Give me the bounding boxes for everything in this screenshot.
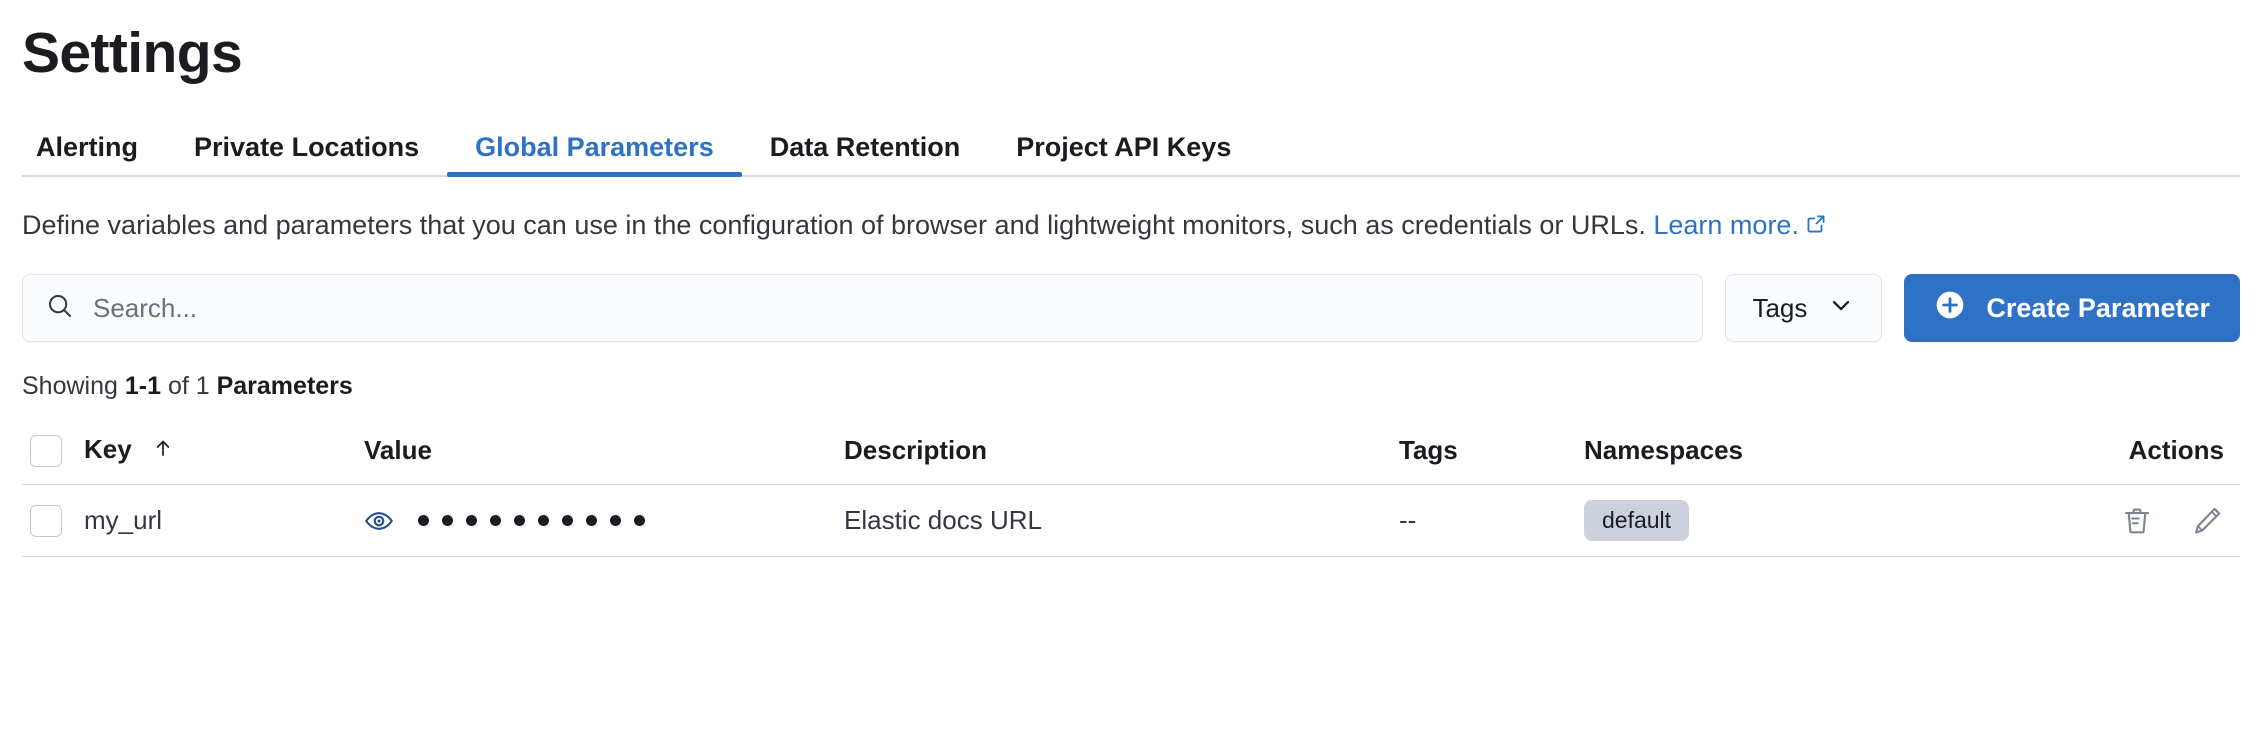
tab-label: Data Retention: [769, 131, 961, 162]
column-header-label: Value: [364, 435, 432, 466]
results-count: Showing 1-1 of 1 Parameters: [22, 372, 2240, 401]
learn-more-link[interactable]: Learn more.: [1653, 209, 1799, 240]
select-all-checkbox[interactable]: [30, 434, 62, 467]
external-link-icon: [1805, 208, 1827, 245]
cell-key: my_url: [84, 505, 163, 536]
column-header-label: Actions: [2128, 435, 2224, 466]
tab-project-api-keys[interactable]: Project API Keys: [988, 131, 1259, 175]
namespace-badge: default: [1584, 500, 1690, 542]
column-header-label: Key: [84, 434, 132, 465]
select-all-cell: [22, 434, 84, 467]
pencil-icon[interactable]: [2190, 504, 2224, 538]
plus-circle-icon: [1934, 289, 1966, 328]
cell-namespaces: default: [1584, 500, 2020, 542]
tags-filter-label: Tags: [1752, 292, 1808, 323]
table-row: my_url Elastic docs URL -- default: [22, 485, 2240, 558]
column-header-label: Tags: [1399, 435, 1458, 466]
cell-value: [364, 506, 844, 536]
tags-filter-button[interactable]: Tags: [1725, 274, 1883, 343]
column-header-tags[interactable]: Tags: [1399, 435, 1584, 466]
masked-value: [418, 515, 645, 527]
section-description: Define variables and parameters that you…: [22, 207, 2202, 245]
page-title: Settings: [22, 21, 243, 85]
tab-label: Private Locations: [194, 131, 420, 162]
tab-data-retention[interactable]: Data Retention: [742, 131, 989, 175]
results-range: 1-1: [124, 372, 161, 401]
tab-alerting[interactable]: Alerting: [36, 131, 166, 175]
column-header-value[interactable]: Value: [364, 435, 844, 466]
toolbar: Tags Create Parameter: [22, 274, 2240, 343]
tab-label: Alerting: [36, 131, 139, 162]
create-parameter-button[interactable]: Create Parameter: [1904, 274, 2240, 343]
arrow-up-icon: [151, 436, 175, 467]
cell-tags: --: [1399, 505, 1417, 536]
search-box[interactable]: [22, 274, 1704, 343]
cell-description: Elastic docs URL: [844, 505, 1042, 536]
settings-tabs: Alerting Private Locations Global Parame…: [22, 115, 2240, 177]
tab-private-locations[interactable]: Private Locations: [166, 131, 447, 175]
parameters-table: Key Value Description Tags Namespaces: [22, 417, 2240, 558]
search-icon: [45, 291, 75, 326]
create-parameter-label: Create Parameter: [1986, 292, 2210, 323]
column-header-label: Description: [844, 435, 988, 466]
tab-label: Global Parameters: [475, 131, 714, 162]
column-header-description[interactable]: Description: [844, 435, 1399, 466]
row-select-cell: [22, 504, 84, 537]
column-header-namespaces[interactable]: Namespaces: [1584, 435, 2020, 466]
cell-actions: [2020, 504, 2240, 538]
description-text: Define variables and parameters that you…: [22, 209, 1654, 240]
eye-icon[interactable]: [364, 506, 394, 536]
column-header-actions: Actions: [2020, 435, 2240, 466]
search-input[interactable]: [93, 275, 1681, 342]
table-header-row: Key Value Description Tags Namespaces: [22, 417, 2240, 486]
trash-icon[interactable]: [2120, 504, 2154, 538]
row-checkbox[interactable]: [30, 504, 62, 537]
tab-global-parameters[interactable]: Global Parameters: [447, 131, 742, 177]
column-header-key[interactable]: Key: [84, 434, 364, 467]
results-prefix: Showing: [22, 372, 125, 401]
chevron-down-icon: [1827, 291, 1855, 326]
results-middle: of 1: [161, 372, 217, 401]
column-header-label: Namespaces: [1584, 435, 1743, 466]
tab-label: Project API Keys: [1016, 131, 1232, 162]
results-noun: Parameters: [216, 372, 353, 401]
